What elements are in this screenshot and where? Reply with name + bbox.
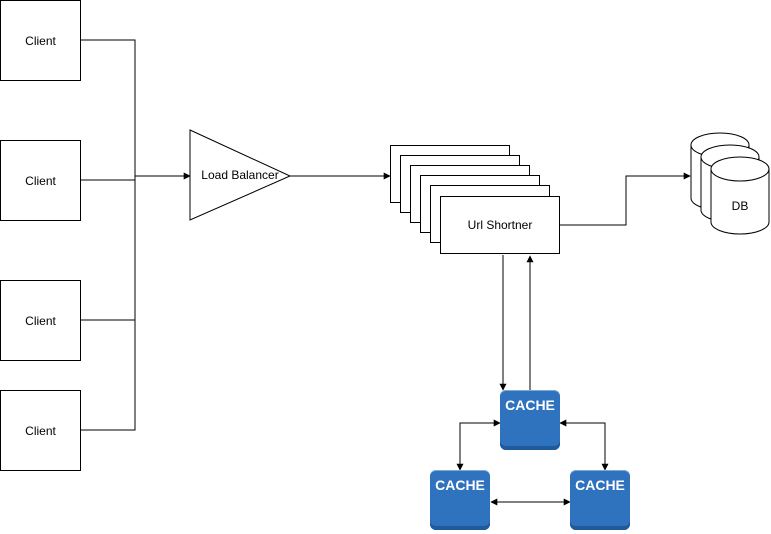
client-node-2: Client: [0, 140, 81, 221]
service-label: Url Shortner: [467, 218, 533, 232]
database-cylinders: [690, 132, 770, 235]
client-label: Client: [25, 173, 56, 188]
cache-node-top: CACHE: [500, 390, 560, 450]
cache-label: CACHE: [435, 477, 485, 493]
cache-label: CACHE: [505, 397, 555, 413]
client-label: Client: [25, 33, 56, 48]
client3-connector: [81, 178, 136, 321]
url-shortener-service: Url Shortner: [440, 196, 560, 254]
client-label: Client: [25, 313, 56, 328]
client-label: Client: [25, 423, 56, 438]
client-node-1: Client: [0, 0, 81, 81]
database-label: DB: [731, 199, 749, 213]
client1-connector: [81, 39, 136, 178]
cache-top-left-link: [456, 419, 501, 471]
cache-label: CACHE: [575, 477, 625, 493]
client-node-4: Client: [0, 390, 81, 471]
client-node-3: Client: [0, 280, 81, 361]
client4-connector: [81, 320, 136, 431]
cache-node-left: CACHE: [430, 470, 490, 530]
load-balancer-shape: [189, 129, 292, 221]
service-to-db-connector: [560, 172, 691, 226]
load-balancer-label: Load Balancer: [201, 168, 279, 182]
cache-top-right-link: [559, 419, 609, 471]
cache-node-right: CACHE: [570, 470, 630, 530]
